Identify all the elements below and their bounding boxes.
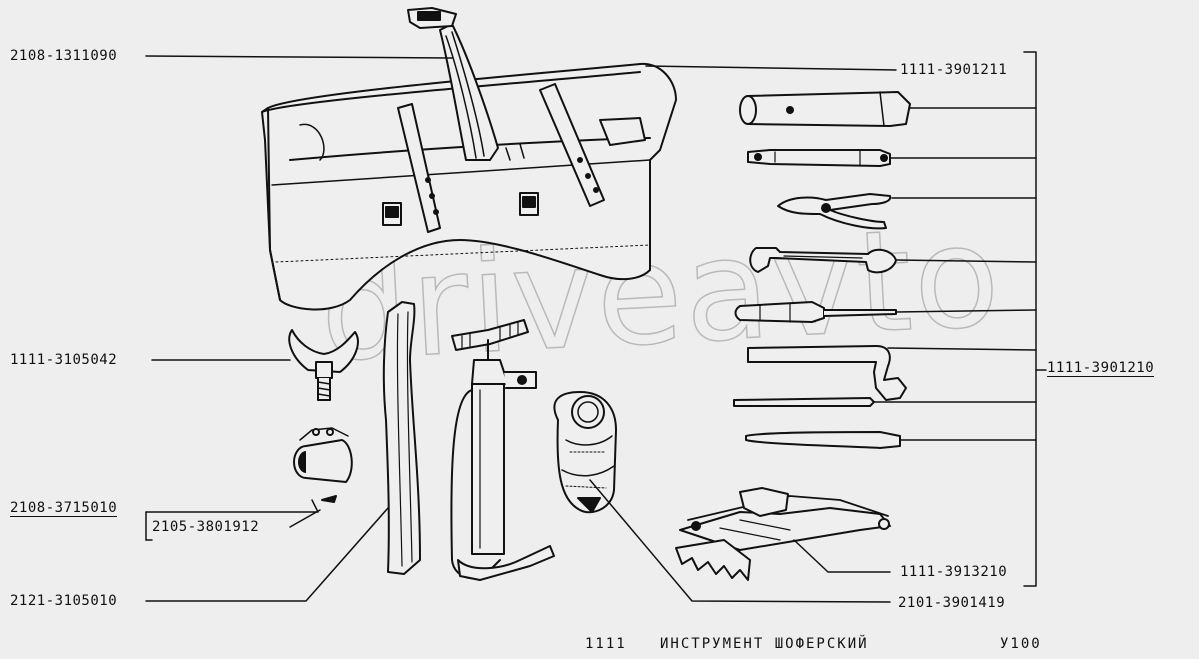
socket-wrench-illustration: [747, 149, 891, 167]
label-jack: 1111-3913210: [900, 564, 1008, 580]
label-pump: 2101-3901419: [898, 595, 1006, 611]
label-lever: 2121-3105010: [10, 593, 118, 609]
label-bulb: 2105-3801912: [152, 519, 260, 535]
inspection-lamp-illustration: [293, 427, 353, 503]
tool-bag-illustration: [261, 7, 677, 311]
footer-code: У100: [1000, 636, 1042, 652]
car-jack-illustration: [675, 487, 891, 581]
pry-bar-illustration: [745, 431, 901, 449]
label-tool-set: 1111-3901210: [1047, 360, 1155, 377]
wheel-wrench-illustration: [747, 345, 907, 401]
footer-title: ИНСТРУМЕНТ ШОФЕРСКИЙ: [660, 636, 869, 652]
leader-lines: [145, 51, 1047, 603]
tyre-lever-illustration: [382, 301, 421, 575]
drift-illustration: [733, 397, 875, 407]
label-wing-nut: 1111-3105042: [10, 352, 118, 368]
box-wrench-illustration: [739, 91, 911, 127]
label-lamp: 2108-3715010: [10, 500, 118, 517]
open-end-spanner-illustration: [749, 247, 897, 274]
label-bag: 1111-3901211: [900, 62, 1008, 78]
wing-nut-illustration: [288, 329, 359, 401]
label-strap: 2108-1311090: [10, 48, 118, 64]
footer-model: 1111: [585, 636, 627, 652]
pressure-gauge-illustration: [553, 391, 617, 514]
pliers-illustration: [777, 193, 892, 230]
tyre-pump-illustration: [450, 319, 555, 581]
screwdriver-illustration: [734, 301, 897, 323]
